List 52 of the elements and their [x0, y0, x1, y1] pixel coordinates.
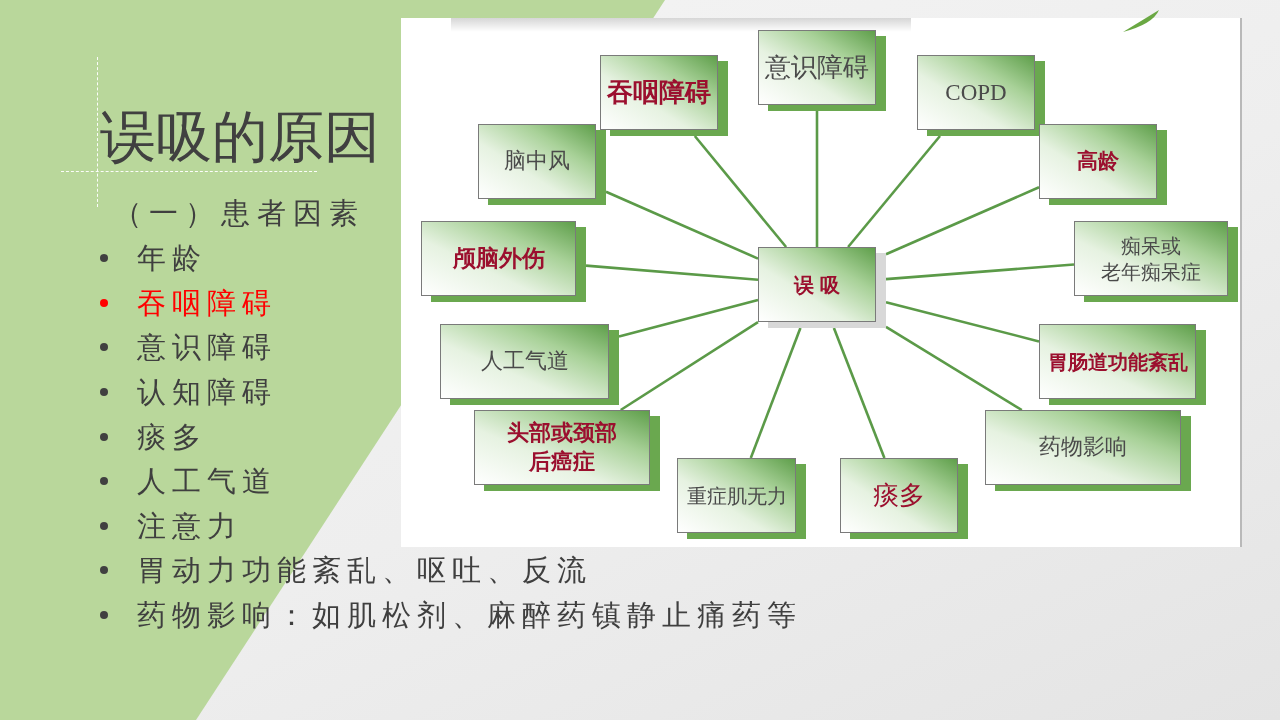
cause-label: 脑中风 — [504, 147, 570, 176]
cause-label: 高龄 — [1077, 147, 1119, 175]
cause-box — [421, 221, 586, 302]
connector-line — [832, 327, 886, 459]
list-item-text: 意识障碍 — [137, 329, 277, 366]
cause-box — [840, 458, 968, 539]
cause-label: 痰多 — [873, 478, 925, 512]
connector-line — [693, 135, 788, 248]
cause-box — [758, 30, 886, 111]
list-item-text: 痰多 — [137, 418, 207, 455]
cause-box — [1039, 324, 1206, 405]
cause-label: 重症肌无力 — [686, 482, 787, 509]
connector-line — [815, 111, 819, 247]
cause-box — [474, 410, 660, 491]
cause-label: 颅脑外伤 — [452, 243, 545, 273]
cause-box — [600, 55, 728, 136]
cause-box — [1074, 221, 1238, 302]
list-item-text: 药物影响：如肌松剂、麻醉药镇静止痛药等 — [137, 597, 802, 634]
cause-label: COPD — [945, 78, 1007, 107]
connector-line — [885, 325, 1023, 412]
cause-box — [1039, 124, 1167, 205]
section-heading: （一）患者因素 — [113, 195, 365, 231]
cause-box — [677, 458, 806, 539]
cause-box — [440, 324, 619, 405]
connector-line — [885, 263, 1075, 281]
list-item-text: 年龄 — [137, 240, 207, 277]
list-item-text: 认知障碍 — [137, 374, 277, 411]
cause-box — [917, 55, 1045, 136]
connector-line — [618, 298, 759, 338]
list-item-text: 注意力 — [137, 507, 242, 544]
list-item-text: 吞咽障碍 — [137, 284, 277, 321]
connector-line — [605, 190, 759, 260]
topic-label: 误 吸 — [793, 271, 841, 298]
connector-line — [847, 135, 941, 248]
connector-line — [885, 186, 1040, 256]
cause-label: 人工气道 — [480, 347, 569, 376]
cause-label: 胃肠道功能紊乱 — [1047, 348, 1188, 375]
connector-line — [620, 321, 759, 412]
connector-line — [749, 327, 802, 459]
list-item-text: 胃动力功能紊乱、呕吐、反流 — [137, 552, 592, 589]
connector-line — [585, 264, 759, 281]
cause-label: 痴呆或老年痴呆症 — [1101, 232, 1201, 285]
topic-box — [758, 247, 886, 328]
cause-label: 药物影响 — [1039, 433, 1127, 462]
slide-title: 误吸的原因 — [100, 104, 380, 170]
list-item-text: 人工气道 — [137, 463, 277, 500]
cause-label: 意识障碍 — [765, 50, 869, 84]
cause-box — [985, 410, 1191, 491]
connector-line — [885, 300, 1040, 343]
cause-label: 吞咽障碍 — [607, 75, 711, 109]
cause-label: 头部或颈部后癌症 — [507, 418, 617, 476]
cause-box — [478, 124, 606, 205]
